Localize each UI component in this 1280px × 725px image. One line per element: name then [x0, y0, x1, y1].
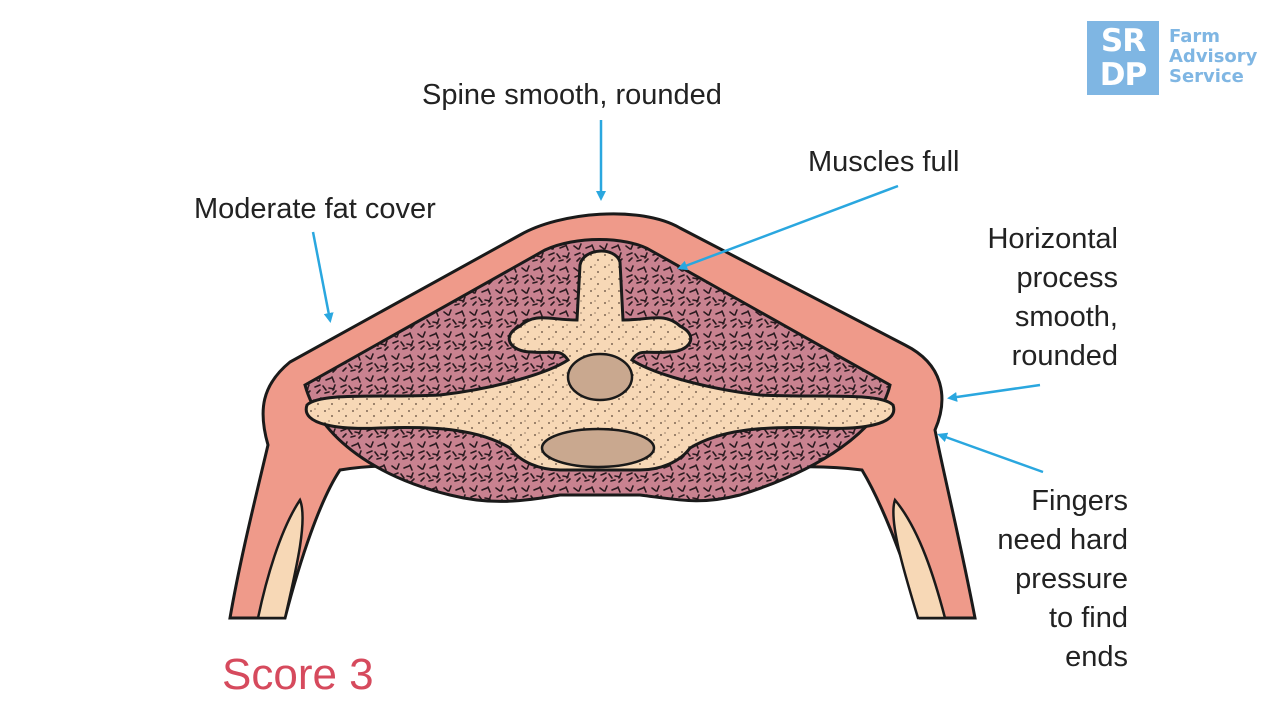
spinal-canal: [566, 352, 634, 402]
left-rib: [256, 497, 304, 620]
horizontal-process-label: Horizontal process smooth, rounded: [987, 223, 1118, 372]
muscles-label: Muscles full: [808, 146, 960, 178]
fat-arrow: [311, 231, 334, 323]
logo-text: Farm Advisory Service: [1169, 26, 1258, 87]
score-label: Score 3: [222, 650, 374, 699]
logo-mark: SR DP: [1087, 21, 1159, 95]
muscles-arrow: [677, 184, 899, 271]
fingers-arrow: [937, 432, 1044, 474]
right-rib: [892, 497, 947, 620]
srdp-logo: SR DP Farm Advisory Service: [1087, 21, 1257, 95]
fat-cover-label: Moderate fat cover: [194, 193, 436, 225]
horizontal-arrow: [947, 383, 1041, 402]
vertebral-body: [540, 427, 656, 469]
fingers-label: Fingers need hard pressure to find ends: [997, 485, 1128, 673]
spine-label: Spine smooth, rounded: [422, 79, 722, 111]
